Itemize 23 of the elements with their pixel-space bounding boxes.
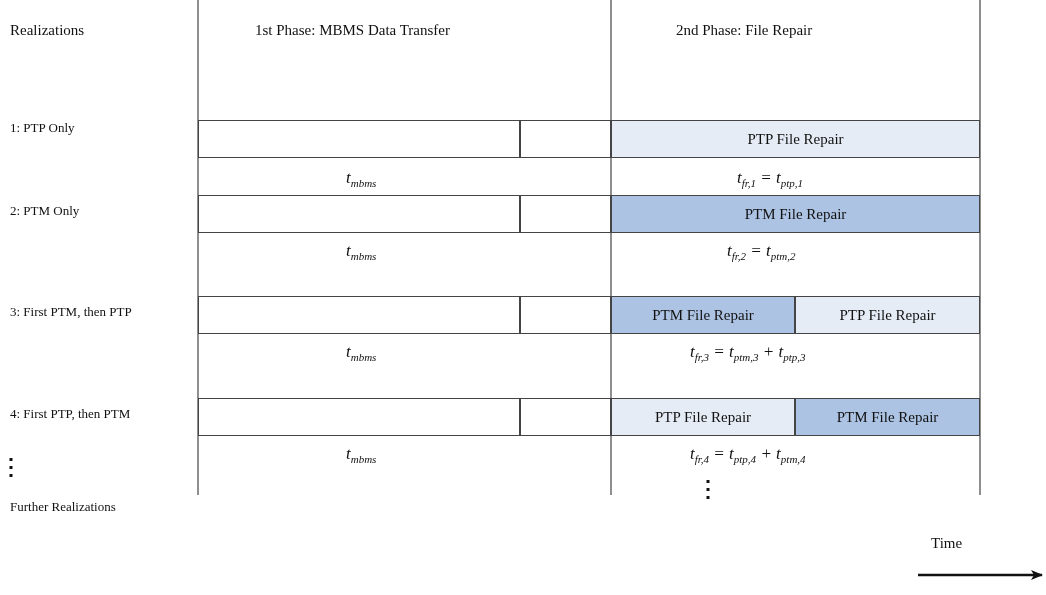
phase-bar: PTM File Repair: [795, 398, 980, 436]
header-label: 1st Phase: MBMS Data Transfer: [255, 22, 450, 39]
phase-bar: PTM File Repair: [611, 195, 980, 233]
duration-formula: t$_{mbms}$: [346, 168, 377, 190]
phase-bar: PTM File Repair: [611, 296, 795, 334]
duration-formula: t$_{mbms}$: [346, 342, 377, 364]
header-label: Realizations: [10, 22, 85, 39]
duration-formula: t$_{mbms}$: [346, 241, 377, 263]
duration-formula: t$_{fr,1}$ = t$_{ptp,1}$: [737, 168, 804, 190]
duration-formula: t$_{fr,2}$ = t$_{ptm,2}$: [727, 241, 796, 263]
phase-bar: PTP File Repair: [611, 120, 980, 158]
phase-bar: PTP File Repair: [795, 296, 980, 334]
row-label: Further Realizations: [10, 499, 116, 515]
duration-formula: t$_{fr,4}$ = t$_{ptp,4}$ + t$_{ptm,4}$: [690, 444, 806, 466]
duration-formula: t$_{mbms}$: [346, 444, 377, 466]
row-label: 3: First PTM, then PTP: [10, 304, 132, 320]
duration-formula: t$_{fr,3}$ = t$_{ptm,3}$ + t$_{ptp,3}$: [690, 342, 806, 364]
header-label: 2nd Phase: File Repair: [676, 22, 813, 39]
header-label: Time: [931, 535, 963, 552]
row-label: 2: PTM Only: [10, 203, 80, 219]
row-label: 4: First PTP, then PTM: [10, 406, 131, 422]
row-label: 1: PTP Only: [10, 120, 75, 136]
phase-bar: PTP File Repair: [611, 398, 795, 436]
